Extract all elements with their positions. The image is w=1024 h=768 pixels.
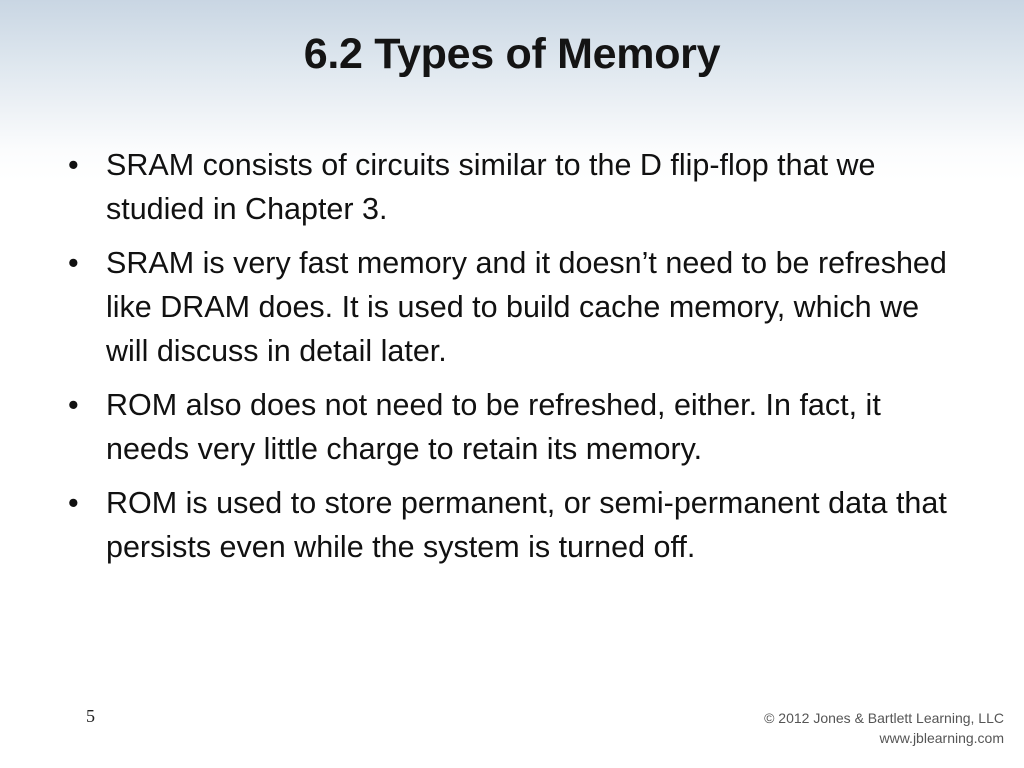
slide-title: 6.2 Types of Memory — [303, 30, 721, 78]
bullet-marker: • — [68, 486, 79, 520]
bullet-marker: • — [68, 148, 79, 182]
page-number: 5 — [86, 706, 95, 726]
copyright-notice: © 2012 Jones & Bartlett Learning, LLC ww… — [764, 708, 1004, 748]
bullet-item: • ROM is used to store permanent, or sem… — [62, 481, 962, 569]
bullet-text: ROM is used to store permanent, or semi-… — [106, 486, 947, 564]
bullet-item: • SRAM consists of circuits similar to t… — [62, 143, 962, 231]
bullet-text: SRAM is very fast memory and it doesn’t … — [106, 246, 947, 368]
bullet-text: SRAM consists of circuits similar to the… — [106, 148, 876, 226]
bullet-marker: • — [68, 388, 79, 422]
bullet-list: • SRAM consists of circuits similar to t… — [62, 143, 962, 579]
copyright-text: © 2012 Jones & Bartlett Learning, LLC — [764, 710, 1004, 726]
bullet-text: ROM also does not need to be refreshed, … — [106, 388, 881, 466]
bullet-item: • SRAM is very fast memory and it doesn’… — [62, 241, 962, 373]
bullet-marker: • — [68, 246, 79, 280]
bullet-item: • ROM also does not need to be refreshed… — [62, 383, 962, 471]
publisher-url: www.jblearning.com — [879, 730, 1005, 746]
